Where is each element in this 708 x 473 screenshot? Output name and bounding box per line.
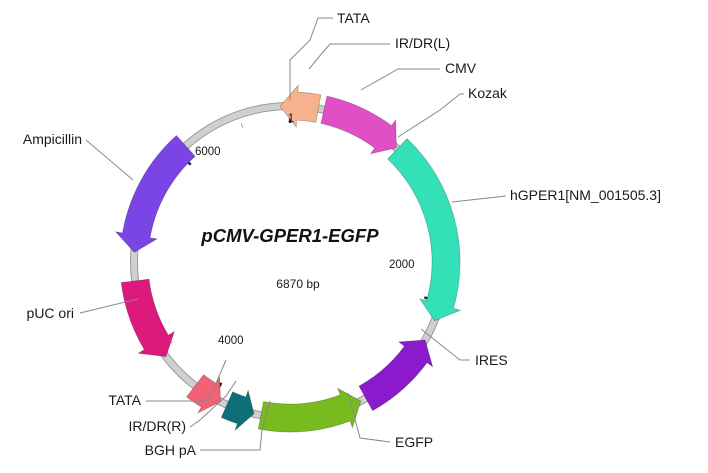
feature-ir-dr-l-arrow (279, 84, 322, 129)
leader-ires (420, 328, 470, 361)
label-cmv: CMV (445, 60, 477, 76)
label-ir-dr-r: IR/DR(R) (128, 418, 186, 434)
plasmid-name: pCMV-GPER1-EGFP (200, 225, 379, 246)
leader-ir-dr-l (308, 43, 390, 70)
minor-tick (240, 123, 244, 129)
label-kozak: Kozak (468, 85, 508, 101)
plasmid-size: 6870 bp (276, 277, 320, 291)
label-ir-dr-l: IR/DR(L) (395, 35, 450, 51)
leader-ir-dr-r (189, 380, 237, 428)
feature-arrows (114, 84, 462, 433)
leader-puc-ori (79, 298, 139, 314)
tick-label-2000: 2000 (389, 259, 415, 271)
feature-ires-arrow (358, 339, 434, 412)
label-ampicillin: Ampicillin (23, 131, 82, 147)
feature-egfp-arrow (257, 387, 362, 433)
label-hgper1: hGPER1[NM_001505.3] (510, 187, 661, 203)
leader-tata-top (289, 17, 333, 100)
leader-hgper1 (451, 195, 507, 203)
leader-bgh-pa (200, 400, 271, 451)
leader-ampicillin (85, 139, 134, 181)
tick-label-1: 1 (288, 113, 294, 125)
feature-cmv-arrow (320, 95, 397, 155)
label-egfp: EGFP (395, 434, 433, 450)
feature-ampicillin-arrow (114, 134, 196, 253)
feature-hgper1-arrow (387, 138, 462, 322)
label-puc-ori: pUC ori (27, 305, 74, 321)
leader-cmv (360, 68, 440, 91)
label-tata-bottom: TATA (108, 392, 141, 408)
label-tata-top: TATA (337, 10, 370, 26)
leader-egfp (347, 392, 391, 443)
tick-label-6000: 6000 (195, 146, 221, 158)
leader-lines (79, 17, 507, 451)
label-ires: IRES (475, 352, 508, 368)
feature-bgh-pa-arrow (220, 388, 255, 432)
leader-kozak (397, 93, 464, 138)
leader-tata-bottom (146, 359, 227, 402)
label-bgh-pa: BGH pA (145, 442, 197, 458)
feature-puc-ori-arrow (120, 278, 176, 358)
tick-label-4000: 4000 (218, 335, 244, 347)
